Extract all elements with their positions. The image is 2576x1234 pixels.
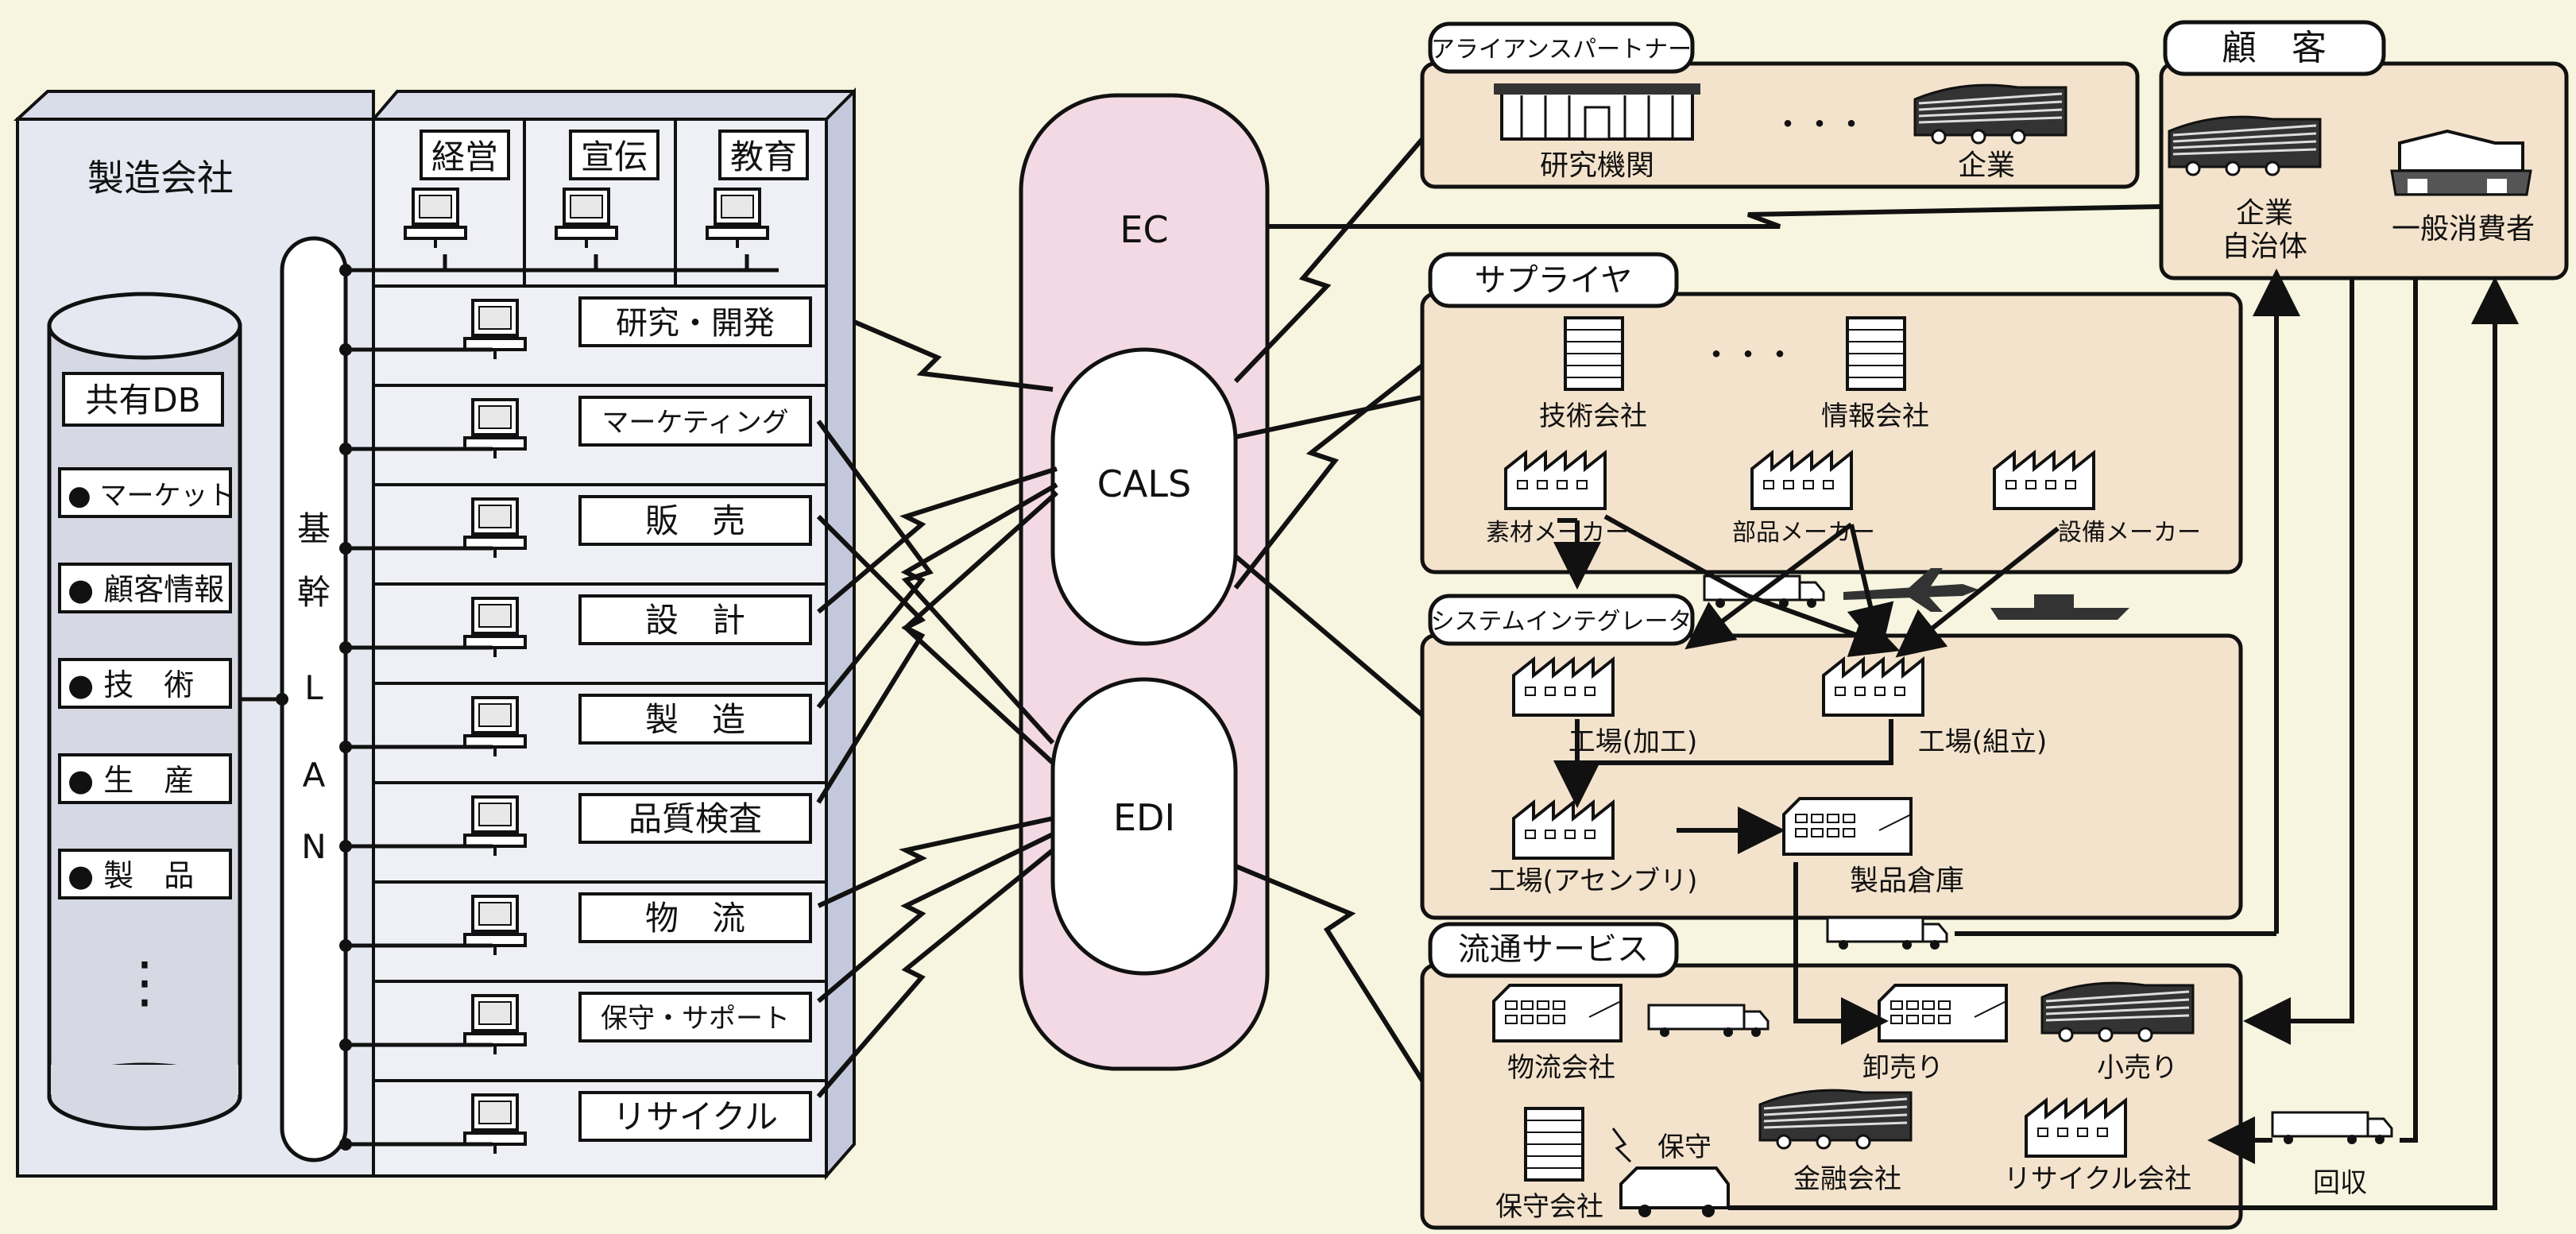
wholesale-icon bbox=[1879, 985, 2006, 1041]
customer-company-label-2: 自治体 bbox=[2222, 230, 2307, 263]
ship-icon bbox=[1990, 594, 2129, 620]
floor-pcs bbox=[465, 300, 525, 1154]
consumer-label: 一般消費者 bbox=[2392, 213, 2535, 246]
maintenance-company-label: 保守会社 bbox=[1495, 1191, 1603, 1223]
dept-advertising: 宣伝 bbox=[581, 137, 648, 176]
customer-company-label-1: 企業 bbox=[2236, 197, 2293, 230]
dept-sales: 販 売 bbox=[645, 501, 745, 540]
research-label: 研究機関 bbox=[1540, 149, 1654, 182]
finance-label: 金融会社 bbox=[1793, 1163, 1901, 1195]
ec-label: EC bbox=[1120, 208, 1168, 251]
integrator-title: システムインテグレータ bbox=[1430, 608, 1692, 636]
db-item-production: ● 生 産 bbox=[68, 763, 194, 798]
svg-text:N: N bbox=[301, 827, 326, 866]
db-item-customer: ● 顧客情報 bbox=[68, 572, 224, 607]
warehouse-icon bbox=[1784, 799, 1911, 854]
customer-title: 顧 客 bbox=[2222, 28, 2327, 68]
db-title: 共有DB bbox=[85, 381, 200, 420]
db-more: ⋮ bbox=[117, 950, 172, 1015]
dept-recycle: リサイクル bbox=[613, 1097, 778, 1136]
manufacturer-title: 製造会社 bbox=[87, 157, 234, 199]
factory-assembly-label: 工場(組立) bbox=[1918, 726, 2048, 758]
dept-logistics: 物 流 bbox=[645, 899, 745, 938]
recycle-label: リサイクル会社 bbox=[2004, 1163, 2191, 1195]
info-company-icon bbox=[1847, 318, 1905, 389]
finance-company-icon bbox=[1760, 1090, 1911, 1148]
dept-education: 教育 bbox=[730, 137, 797, 176]
retail-label: 小売り bbox=[2097, 1052, 2178, 1084]
warehouse-truck-icon bbox=[1828, 918, 1947, 950]
dept-rnd: 研究・開発 bbox=[616, 305, 775, 342]
factory-final-label: 工場(アセンブリ) bbox=[1489, 865, 1698, 897]
dept-marketing: マーケティング bbox=[601, 407, 788, 439]
svg-text:基: 基 bbox=[297, 509, 331, 548]
db-item-product: ● 製 品 bbox=[68, 858, 194, 893]
dept-manufacturing: 製 造 bbox=[645, 700, 745, 739]
supplier-title: サプライヤ bbox=[1475, 262, 1633, 299]
maintenance-company-icon bbox=[1526, 1108, 1583, 1180]
factory-process-label: 工場(加工) bbox=[1568, 726, 1698, 758]
info-company-label: 情報会社 bbox=[1821, 400, 1929, 432]
collect-label: 回収 bbox=[2313, 1167, 2367, 1199]
dept-management: 経営 bbox=[431, 137, 498, 176]
retail-icon bbox=[2042, 983, 2193, 1041]
material-maker-label: 素材メーカー bbox=[1486, 519, 1629, 547]
cals-label: CALS bbox=[1097, 462, 1191, 505]
dept-support: 保守・サポート bbox=[601, 1003, 790, 1035]
alliance-dots: ・・・ bbox=[1772, 106, 1867, 143]
logistics-company-icon bbox=[1494, 985, 1621, 1041]
collect-truck-icon bbox=[2272, 1112, 2392, 1144]
tech-company-icon bbox=[1565, 318, 1623, 389]
logistics-label: 物流会社 bbox=[1507, 1052, 1615, 1084]
tech-company-label: 技術会社 bbox=[1539, 400, 1647, 432]
wholesale-label: 卸売り bbox=[1862, 1052, 1944, 1084]
distribution-title: 流通サービス bbox=[1458, 931, 1649, 968]
alliance-title: アライアンスパートナー bbox=[1431, 36, 1692, 64]
edi-label: EDI bbox=[1113, 796, 1175, 839]
research-institute-icon bbox=[1494, 83, 1700, 139]
supplier-dots: ・・・ bbox=[1700, 337, 1796, 373]
svg-text:A: A bbox=[303, 756, 326, 795]
alliance-company-icon bbox=[1915, 85, 2066, 143]
dept-design: 設 計 bbox=[645, 601, 745, 640]
svg-text:L: L bbox=[304, 668, 323, 707]
warehouse-label: 製品倉庫 bbox=[1850, 865, 1964, 897]
db-item-market: ● マーケット bbox=[68, 480, 234, 512]
equipment-maker-label: 設備メーカー bbox=[2058, 519, 2201, 547]
top-dept-labels: 経営 宣伝 教育 bbox=[421, 131, 807, 179]
customer-company-icon bbox=[2169, 117, 2320, 175]
maintenance-label: 保守 bbox=[1657, 1131, 1712, 1163]
alliance-company-label: 企業 bbox=[1958, 149, 2015, 182]
db-item-tech: ● 技 術 bbox=[68, 667, 194, 702]
dept-qa: 品質検査 bbox=[629, 799, 762, 838]
svg-text:幹: 幹 bbox=[297, 573, 331, 612]
